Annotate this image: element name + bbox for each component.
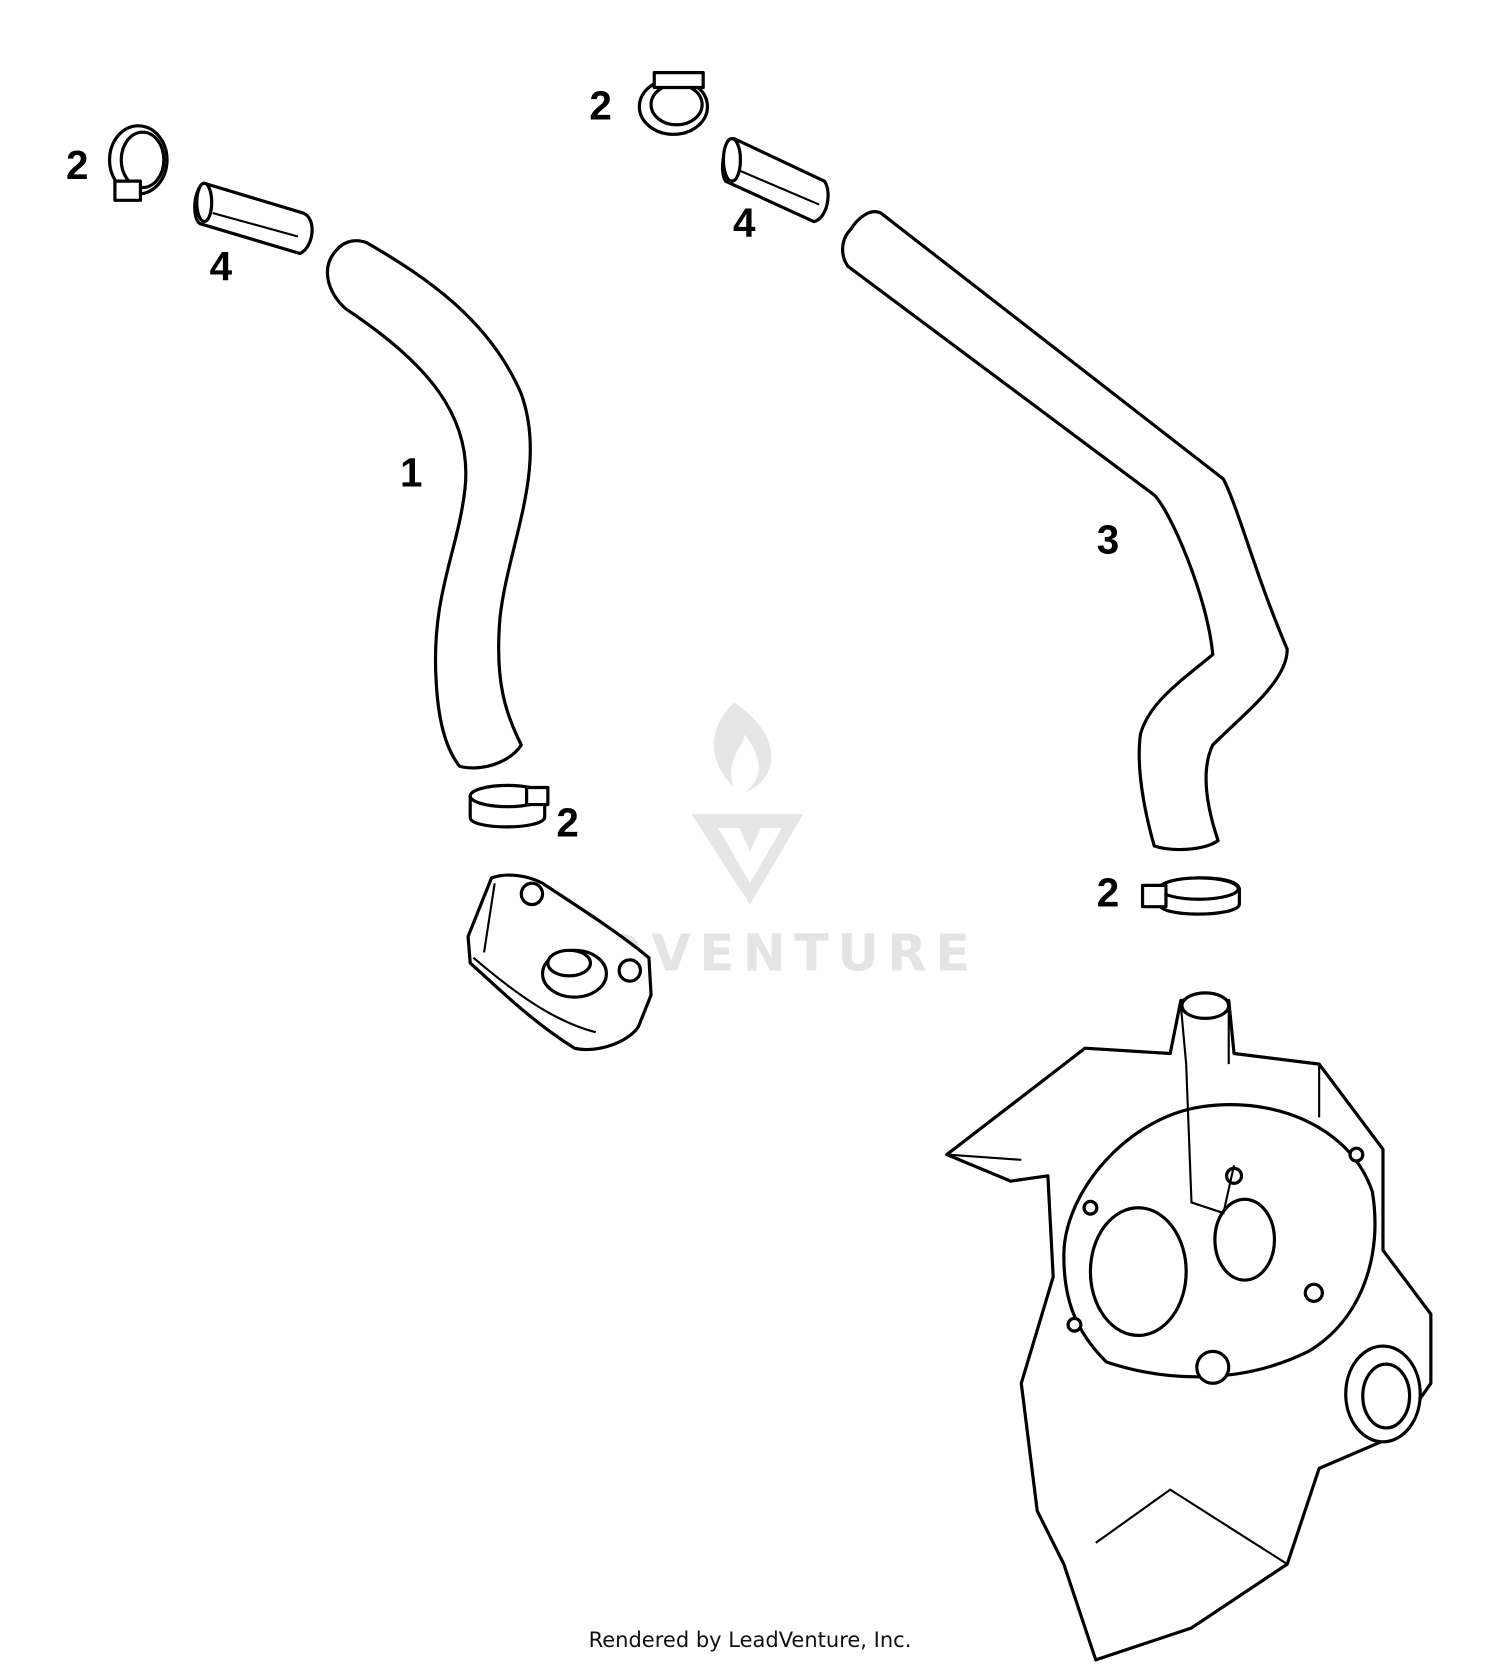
clamp-top-right (637, 71, 710, 136)
hose-3 (841, 210, 1289, 852)
callout-sleeve-left: 4 (210, 243, 233, 289)
callout-hose-1: 1 (400, 449, 422, 495)
hose-1 (325, 239, 532, 770)
clamp-top-left (107, 124, 169, 202)
callout-clamp-mid-left: 2 (556, 799, 578, 845)
engine-crankcase (945, 991, 1433, 1662)
footer-credit: Rendered by LeadVenture, Inc. (588, 1628, 912, 1652)
sleeve-right (721, 136, 830, 224)
clamp-mid-left (468, 783, 550, 829)
sleeve-left (193, 181, 314, 256)
callout-clamp-bottom-right: 2 (1097, 870, 1119, 916)
callout-sleeve-right: 4 (733, 199, 756, 245)
clamp-bottom-right (1140, 876, 1241, 916)
thermostat-cover (466, 873, 653, 1052)
callout-hose-3: 3 (1097, 516, 1119, 562)
callout-clamp-top-left: 2 (66, 142, 88, 188)
callout-clamp-top-right: 2 (589, 82, 611, 128)
